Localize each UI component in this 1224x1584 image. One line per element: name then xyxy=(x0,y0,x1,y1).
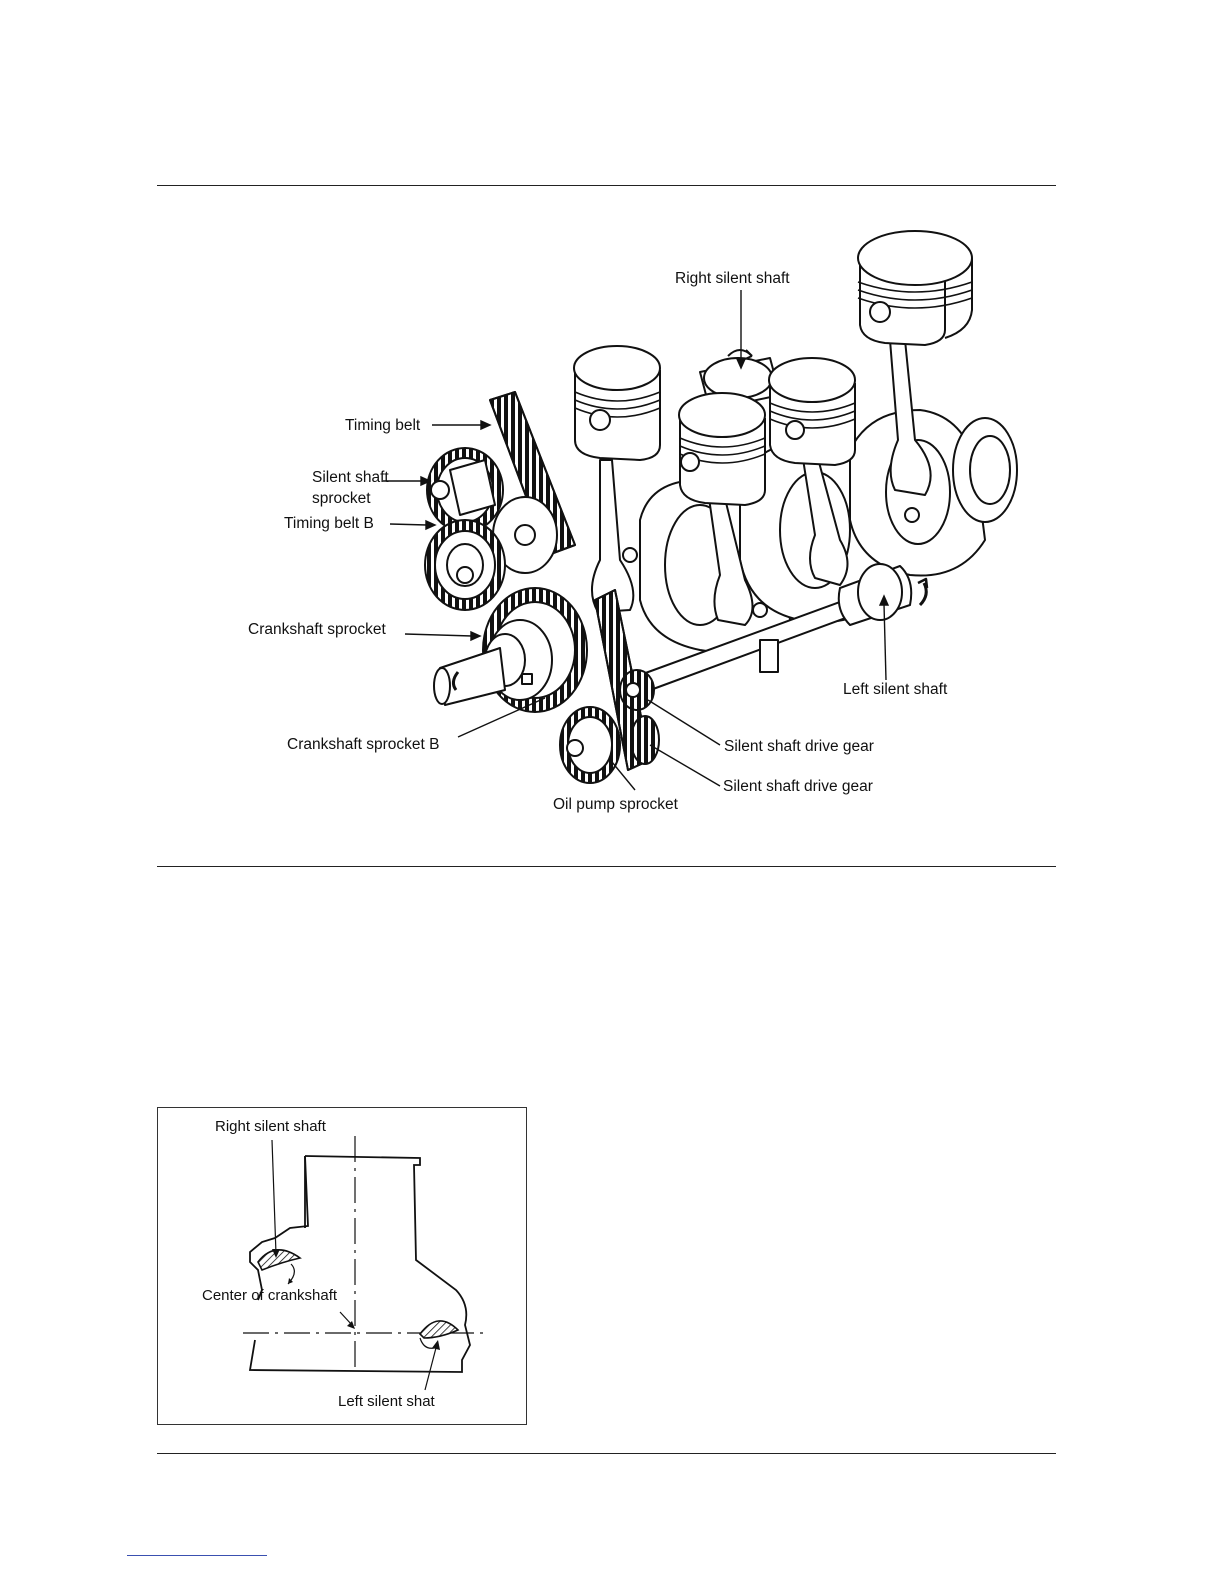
label-silent-shaft-sprocket: Silent shaft sprocket xyxy=(312,467,412,509)
cross-section-frame xyxy=(157,1107,527,1425)
label-left-silent-shat: Left silent shat xyxy=(338,1393,435,1411)
label-crankshaft-sprocket: Crankshaft sprocket xyxy=(248,621,386,639)
oil-pump-sprocket xyxy=(560,707,620,783)
label-timing-belt: Timing belt xyxy=(345,417,420,435)
label-crankshaft-sprocket-b: Crankshaft sprocket B xyxy=(287,736,439,754)
label-center-of-crankshaft: Center of crankshaft xyxy=(202,1287,337,1305)
label-timing-belt-b: Timing belt B xyxy=(284,515,374,533)
label-oil-pump-sprocket: Oil pump sprocket xyxy=(553,796,678,814)
footer-link-underline[interactable] xyxy=(127,1555,267,1556)
label-silent-shaft-drive-gear-1: Silent shaft drive gear xyxy=(724,738,874,756)
label-silent-shaft-drive-gear-2: Silent shaft drive gear xyxy=(723,778,873,796)
bottom-rule xyxy=(157,1453,1056,1454)
timing-belt-b-sprocket xyxy=(425,520,505,610)
label-inset-right-silent-shaft: Right silent shaft xyxy=(215,1118,326,1136)
label-left-silent-shaft: Left silent shaft xyxy=(843,681,947,699)
label-right-silent-shaft: Right silent shaft xyxy=(675,270,790,288)
engine-diagram xyxy=(0,0,1224,870)
